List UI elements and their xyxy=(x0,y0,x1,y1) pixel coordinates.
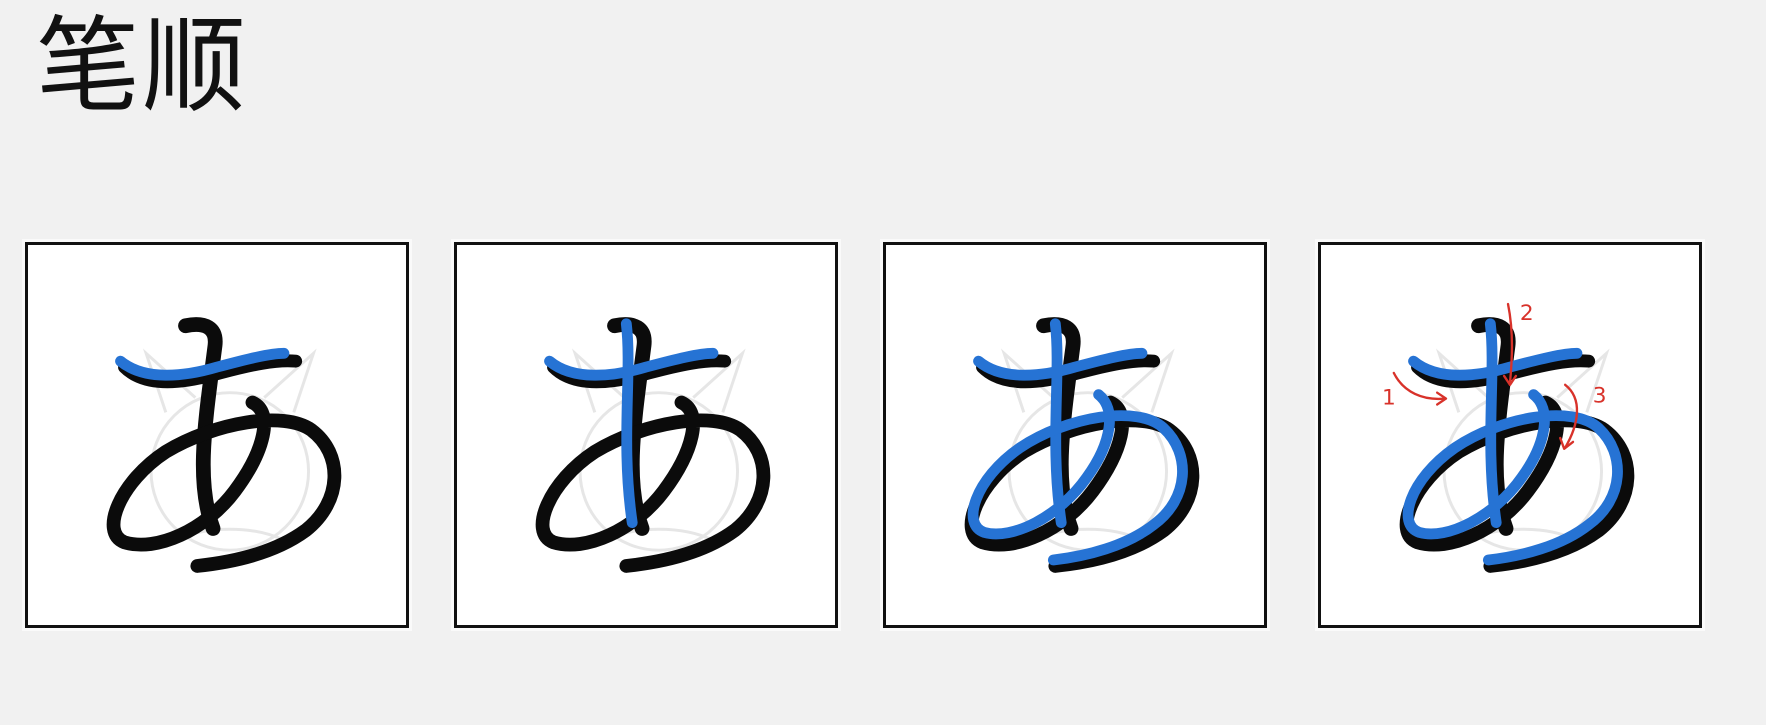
stroke-diagram-1 xyxy=(28,245,406,625)
stroke-1-arrow xyxy=(1392,371,1447,401)
stroke-frame-4-annotated: 1 2 3 xyxy=(1318,242,1702,628)
stroke-number-1: 1 xyxy=(1382,385,1396,410)
stroke-diagram-4: 1 2 3 xyxy=(1382,301,1699,625)
stroke-frame-3 xyxy=(883,242,1267,628)
page-title: 笔顺 xyxy=(36,5,249,127)
stroke-diagram-3 xyxy=(886,245,1264,625)
stroke-number-2: 2 xyxy=(1520,301,1534,326)
stroke-number-3: 3 xyxy=(1593,384,1607,409)
stroke-3-arrow xyxy=(1563,383,1579,449)
stroke-2-arrow xyxy=(1506,302,1514,385)
stroke-frame-2 xyxy=(454,242,838,628)
stroke-2-arrowhead xyxy=(1502,374,1518,386)
stroke-frame-1 xyxy=(25,242,409,628)
stroke-diagram-2 xyxy=(457,245,835,625)
stroke-2-trace xyxy=(626,324,632,523)
stroke-1-arrowhead xyxy=(1435,391,1448,406)
stroke-3-arrowhead xyxy=(1559,436,1575,450)
